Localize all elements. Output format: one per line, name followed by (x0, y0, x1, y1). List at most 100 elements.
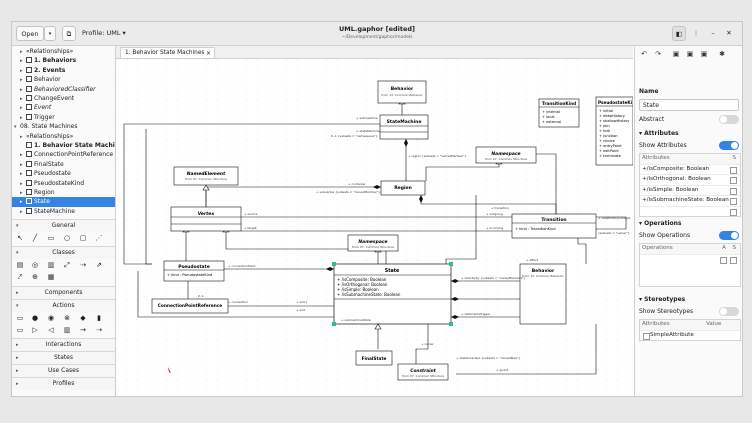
realization-tool-icon[interactable]: ⤤ (18, 273, 22, 281)
show-operations-toggle[interactable] (719, 231, 739, 240)
tree-item[interactable]: ▸BehavioredClassifier (12, 85, 115, 94)
class-named-element[interactable]: NamedElement from 07. Common Structure (173, 166, 239, 186)
line-state-vertex[interactable] (225, 231, 387, 264)
tree-item[interactable]: ▸PseudostateKind (12, 179, 115, 188)
class-state[interactable]: State + /isComposite: Boolean + /isOrtho… (332, 262, 453, 326)
chevron-right-icon[interactable]: ▸ (20, 67, 23, 74)
chevron-right-icon[interactable]: ▸ (20, 114, 23, 121)
tree-item[interactable]: ▸«Relationships» (12, 47, 115, 56)
show-attributes-toggle[interactable] (719, 141, 739, 150)
enumeration-tool-icon[interactable]: ▦ (47, 273, 55, 281)
package-tool-icon[interactable]: ▥ (47, 261, 55, 269)
class-namespace-top[interactable]: Namespace from 07. Common Structure (475, 146, 537, 164)
line-state-submachine[interactable] (145, 129, 152, 265)
static-checkbox[interactable] (730, 198, 737, 205)
rectangle-tool-icon[interactable]: ▭ (47, 234, 55, 242)
tree-item[interactable]: ▸«Relationships» (12, 132, 115, 141)
stereotype-checkbox[interactable] (643, 332, 650, 340)
tree-item[interactable]: ▸Trigger (12, 113, 115, 122)
partition-tool-icon[interactable]: ▥ (63, 326, 71, 334)
accept-event-tool-icon[interactable]: ◁ (48, 326, 54, 334)
enum-transition-kind[interactable]: TransitionKind + internal + local + exte… (538, 98, 580, 128)
open-menu-chevron-icon[interactable]: ▾ (44, 26, 56, 41)
toolbox-states-header[interactable]: ▸States (12, 351, 115, 364)
tree-item[interactable]: ▸2. Events (12, 66, 115, 75)
attributes-heading[interactable]: ▾ Attributes (639, 130, 679, 137)
tree-item[interactable]: ▸State (12, 197, 115, 207)
chevron-right-icon[interactable]: ▸ (20, 180, 23, 187)
flow-final-tool-icon[interactable]: ⊗ (64, 314, 70, 322)
chevron-right-icon[interactable]: ▸ (20, 96, 23, 102)
ellipse-tool-icon[interactable]: ○ (63, 234, 71, 242)
chevron-right-icon[interactable]: ▸ (20, 133, 23, 140)
class-behavior-right[interactable]: Behavior from 13. Common Behavior (519, 263, 567, 325)
redo-icon[interactable]: ↷ (655, 50, 661, 58)
undo-icon[interactable]: ↶ (641, 50, 647, 58)
comment-line-tool-icon[interactable]: ⋰ (95, 234, 103, 242)
class-pseudostate[interactable]: Pseudostate + kind : PseudostateKind (163, 260, 225, 282)
line-tool-icon[interactable]: ╱ (32, 234, 38, 242)
toolbox-general-header[interactable]: ▾General (12, 219, 115, 232)
final-node-tool-icon[interactable]: ◉ (47, 314, 55, 322)
tree-item[interactable]: ▸ConnectionPointReference (12, 150, 115, 159)
chevron-right-icon[interactable]: ▸ (20, 58, 23, 65)
enum-pseudostate-kind[interactable]: PseudostateKi + initial + deepHistory + … (595, 96, 633, 166)
comment-tool-icon[interactable]: ▢ (79, 234, 87, 242)
uml-diagram[interactable]: Behavior from 13. Common Behavior StateM… (116, 59, 633, 396)
close-tab-icon[interactable]: × (205, 50, 211, 57)
line-submachine-state[interactable] (137, 271, 334, 318)
line-constraint-transition[interactable] (456, 324, 597, 375)
chevron-down-icon[interactable]: ▾ (14, 124, 17, 131)
class-tool-icon[interactable]: ▤ (16, 261, 24, 269)
class-vertex[interactable]: Vertex (170, 206, 242, 232)
attribute-row[interactable]: +/isComposite: Boolean (640, 165, 740, 175)
tab-behavior-state-machines[interactable]: 1. Behavior State Machines × (120, 47, 215, 58)
object-node-tool-icon[interactable]: ▭ (16, 326, 24, 334)
pointer-tool-icon[interactable]: ↖ (17, 234, 23, 242)
toolbox-use-cases-header[interactable]: ▸Use Cases (12, 364, 115, 377)
tree-item[interactable]: ▸FinalState (12, 160, 115, 169)
class-state-machine[interactable]: StateMachine (379, 114, 429, 140)
control-flow-tool-icon[interactable]: → (80, 326, 86, 334)
static-checkbox[interactable] (730, 256, 737, 264)
dependency-tool-icon[interactable]: ⇢ (80, 261, 86, 269)
main-menu-icon[interactable]: ⋮ (692, 29, 700, 37)
association-tool-icon[interactable]: ⤢ (64, 261, 70, 269)
containment-tool-icon[interactable]: ⊕ (32, 273, 38, 281)
interface-tool-icon[interactable]: ◎ (31, 261, 39, 269)
line-constraint-state[interactable] (415, 324, 429, 364)
selection-handles[interactable] (332, 262, 453, 326)
line-state-region[interactable] (445, 195, 477, 264)
class-transition[interactable]: Transition + kind : TransitionKind (511, 213, 597, 239)
line-transition-redefinition[interactable] (596, 216, 627, 230)
chevron-right-icon[interactable]: ▸ (20, 161, 23, 168)
abstract-toggle[interactable] (719, 115, 739, 124)
chevron-right-icon[interactable]: ▸ (20, 105, 23, 112)
generalization-tool-icon[interactable]: ⇗ (96, 261, 102, 269)
attribute-row[interactable]: +/isSimple: Boolean (640, 186, 740, 196)
static-checkbox[interactable] (730, 187, 737, 195)
profile-selector[interactable]: Profile: UML ▾ (82, 29, 126, 37)
static-checkbox[interactable] (730, 208, 737, 216)
tree-item[interactable]: 1. Behavior State Machine (12, 141, 115, 150)
chevron-right-icon[interactable]: ▸ (20, 86, 23, 93)
chevron-right-icon[interactable]: ▸ (20, 199, 23, 206)
minimize-icon[interactable]: – (711, 29, 715, 37)
tree-item[interactable]: ▸Pseudostate (12, 169, 115, 178)
class-namespace-mid[interactable]: Namespace from 07. Common Structure (347, 234, 399, 252)
stereotypes-heading[interactable]: ▾ Stereotypes (639, 296, 685, 303)
tree-item[interactable]: ▾08. State Machines (12, 122, 115, 131)
toolbox-classes-header[interactable]: ▾Classes (12, 246, 115, 259)
fork-tool-icon[interactable]: ▮ (97, 314, 101, 322)
show-stereotypes-toggle[interactable] (719, 307, 739, 316)
toggle-editor-icon[interactable]: ◧ (672, 26, 686, 41)
abstract-checkbox[interactable] (720, 256, 727, 264)
chevron-right-icon[interactable]: ▸ (20, 171, 23, 178)
tree-item[interactable]: ▸1. Behaviors (12, 56, 115, 65)
attribute-row[interactable]: +/isOrthogonal: Boolean (640, 175, 740, 186)
tree-item[interactable]: ▸StateMachine (12, 207, 115, 216)
tree-item[interactable]: ▸Behavior (12, 75, 115, 84)
name-input[interactable]: State (639, 99, 739, 111)
toolbox-interactions-header[interactable]: ▸Interactions (12, 338, 115, 351)
new-window-icon[interactable]: ⧉ (62, 26, 76, 41)
